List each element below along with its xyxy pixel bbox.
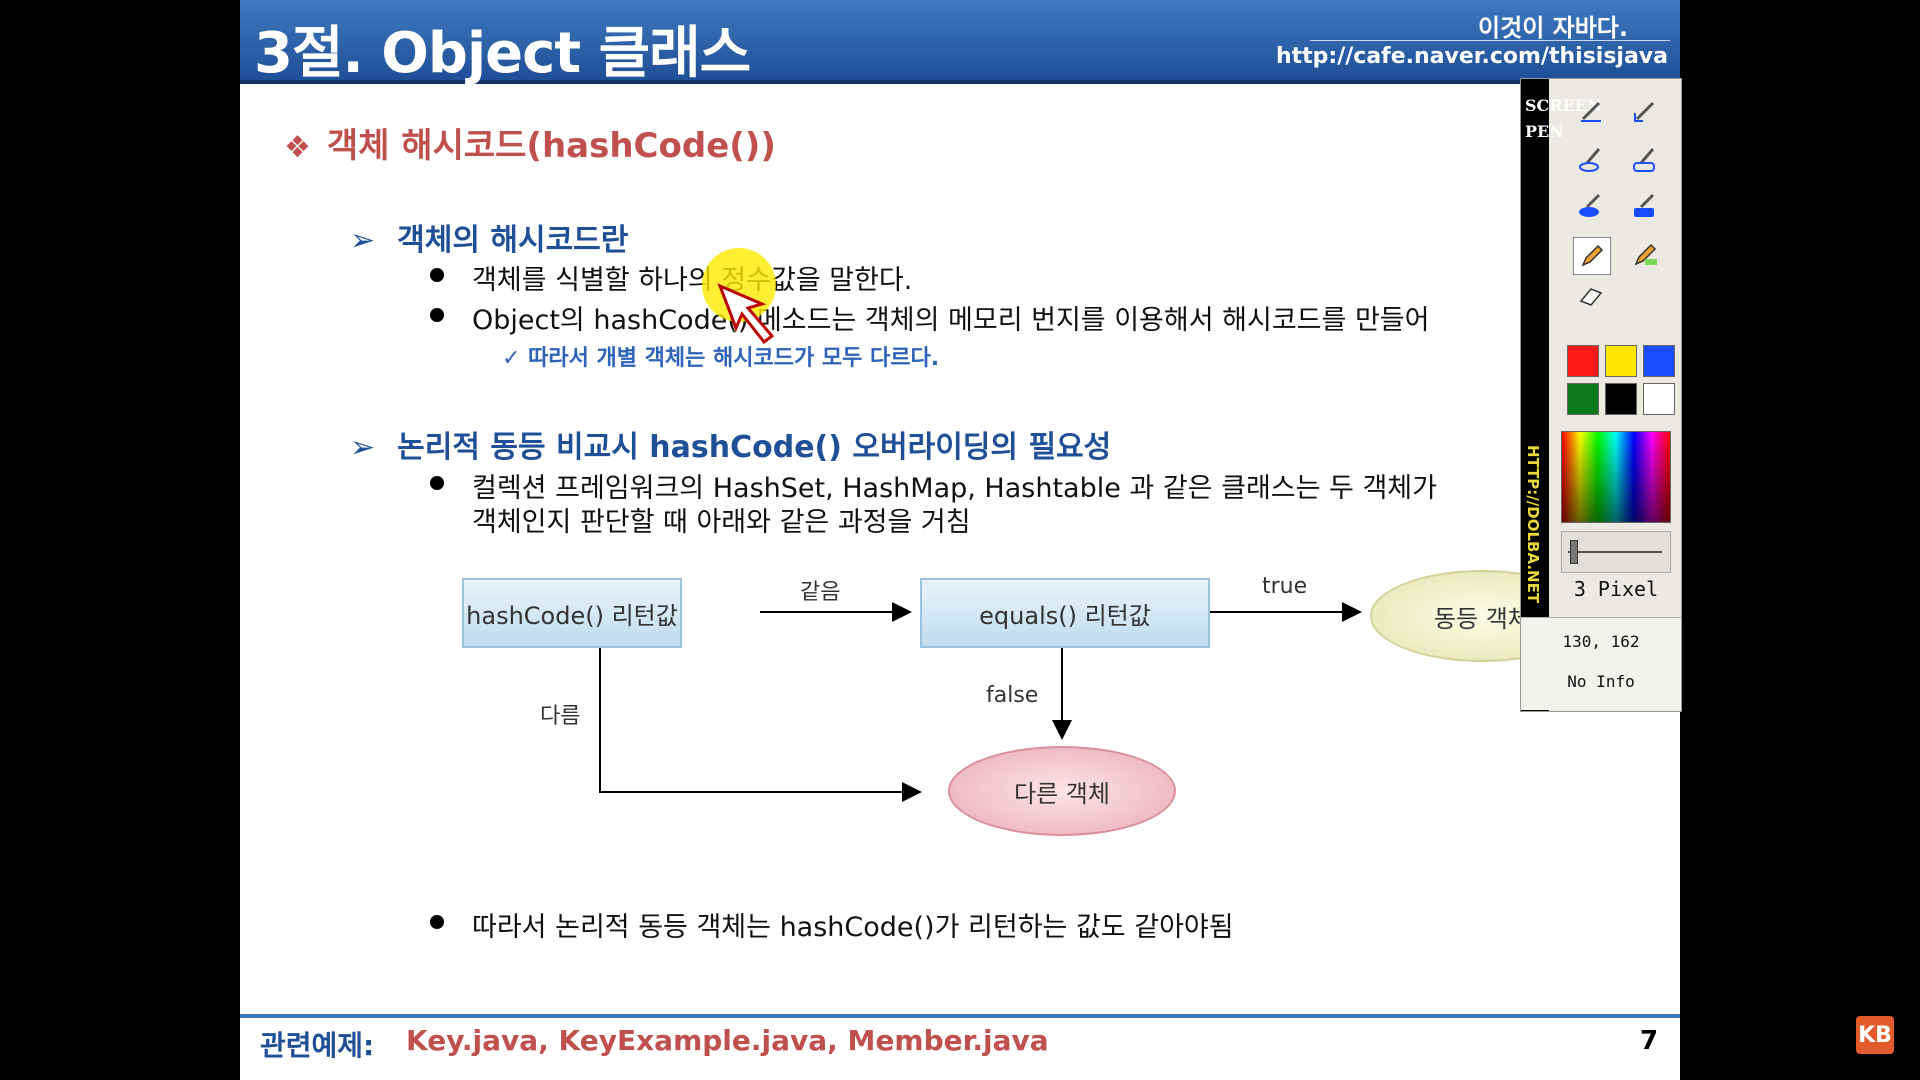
pen-width-label: 3 Pixel: [1573, 577, 1659, 601]
footer-divider: [240, 1014, 1680, 1018]
flow-different-object-node: 다른 객체: [948, 746, 1176, 836]
color-swatch-black[interactable]: [1605, 383, 1637, 415]
flow-arrows: [599, 602, 1362, 802]
color-swatch-yellow[interactable]: [1605, 345, 1637, 377]
subsection-hashcode-definition: ➢ 객체의 해시코드란: [350, 215, 628, 259]
pen-rectangle-icon[interactable]: [1627, 141, 1663, 177]
diamond-bullet-icon: ❖: [284, 130, 311, 165]
arrow-bullet-icon: ➢: [350, 430, 376, 465]
footer-label: 관련예제:: [260, 1029, 375, 1062]
color-swatch-white[interactable]: [1643, 383, 1675, 415]
bullet-dot-icon: [430, 915, 444, 929]
pen-thin-icon[interactable]: [1573, 93, 1609, 129]
pencil-icon[interactable]: [1573, 237, 1611, 275]
section-title: ❖ 객체 해시코드(hashCode()): [284, 118, 776, 167]
check-note: ✓ 따라서 개별 객체는 해시코드가 모두 다르다.: [502, 346, 940, 371]
brand-divider: [1310, 40, 1670, 41]
cursor-info-text: No Info: [1567, 672, 1635, 691]
pen-ellipse-icon[interactable]: [1573, 141, 1609, 177]
flow-label-same: 같음: [800, 580, 841, 605]
slider-track: [1568, 551, 1662, 553]
pen-filled-ellipse-icon[interactable]: [1573, 187, 1609, 223]
section-title-text: 객체 해시코드(hashCode()): [326, 126, 776, 166]
bullet-text: 컬렉션 프레임워크의 HashSet, HashMap, Hashtable 과…: [472, 473, 1437, 504]
pen-width-slider[interactable]: [1561, 531, 1671, 573]
channel-logo: KB: [1856, 1016, 1894, 1054]
eraser-icon[interactable]: [1573, 277, 1609, 313]
pointer-arrow-icon: [717, 283, 775, 345]
slide-title: 3절. Object 클래스: [254, 21, 751, 86]
bullet-dot-icon: [430, 268, 444, 282]
brand-url: http://cafe.naver.com/thisisjava: [1275, 44, 1668, 69]
color-swatch-red[interactable]: [1567, 345, 1599, 377]
screen-pen-strip-url: HTTP://DOLBA.NET: [1524, 444, 1542, 604]
bullet-dot-icon: [430, 476, 444, 490]
footer-example-files: Key.java, KeyExample.java, Member.java: [406, 1024, 1049, 1057]
bullet-text: 따라서 논리적 동등 객체는 hashCode()가 리턴하는 값도 같아야됨: [472, 912, 1234, 943]
slide: 3절. Object 클래스 이것이 자바다. http://cafe.nave…: [240, 0, 1680, 1080]
subsection-title: 객체의 해시코드란: [397, 223, 629, 258]
arrow-bullet-icon: ➢: [350, 223, 376, 258]
cursor-info-panel: 130, 162 No Info: [1521, 617, 1681, 710]
flow-hashcode-box: hashCode() 리턴값: [462, 578, 682, 648]
bullet-text-continued: 객체인지 판단할 때 아래와 같은 과정을 거침: [472, 507, 971, 538]
highlighter-icon[interactable]: [1627, 237, 1663, 273]
pen-filled-rectangle-icon[interactable]: [1627, 187, 1663, 223]
slide-header: 3절. Object 클래스 이것이 자바다. http://cafe.nave…: [240, 0, 1680, 86]
subsection-hashcode-override: ➢ 논리적 동등 비교시 hashCode() 오버라이딩의 필요성: [350, 422, 1111, 466]
color-swatch-blue[interactable]: [1643, 345, 1675, 377]
color-swatch-green[interactable]: [1567, 383, 1599, 415]
screen-pen-strip[interactable]: SCREEN PEN HTTP://DOLBA.NET: [1521, 79, 1602, 711]
page-number: 7: [1640, 1026, 1659, 1056]
slider-knob[interactable]: [1570, 540, 1578, 564]
flow-label-different: 다름: [540, 704, 581, 729]
brand-title: 이것이 자바다.: [1478, 14, 1628, 42]
subsection-title: 논리적 동등 비교시 hashCode() 오버라이딩의 필요성: [397, 430, 1112, 465]
bullet-text: Object의 hashCode() 메소드는 객체의 메모리 번지를 이용해서…: [472, 305, 1430, 336]
screen-pen-toolbar: SCREEN PEN HTTP://DOLBA.NET 3 Pixel 130,…: [1520, 78, 1682, 712]
pen-arrow-icon[interactable]: [1627, 93, 1663, 129]
flow-label-false: false: [986, 683, 1039, 708]
color-spectrum-picker[interactable]: [1561, 431, 1671, 523]
cursor-coordinates: 130, 162: [1562, 632, 1640, 651]
bullet-text: 객체를 식별할 하나의 정수값을 말한다.: [472, 265, 913, 296]
flow-equals-box: equals() 리턴값: [920, 578, 1210, 648]
bullet-dot-icon: [430, 308, 444, 322]
screen-pen-strip-label: SCREEN PEN: [1525, 96, 1602, 141]
flow-label-true: true: [1262, 574, 1308, 599]
